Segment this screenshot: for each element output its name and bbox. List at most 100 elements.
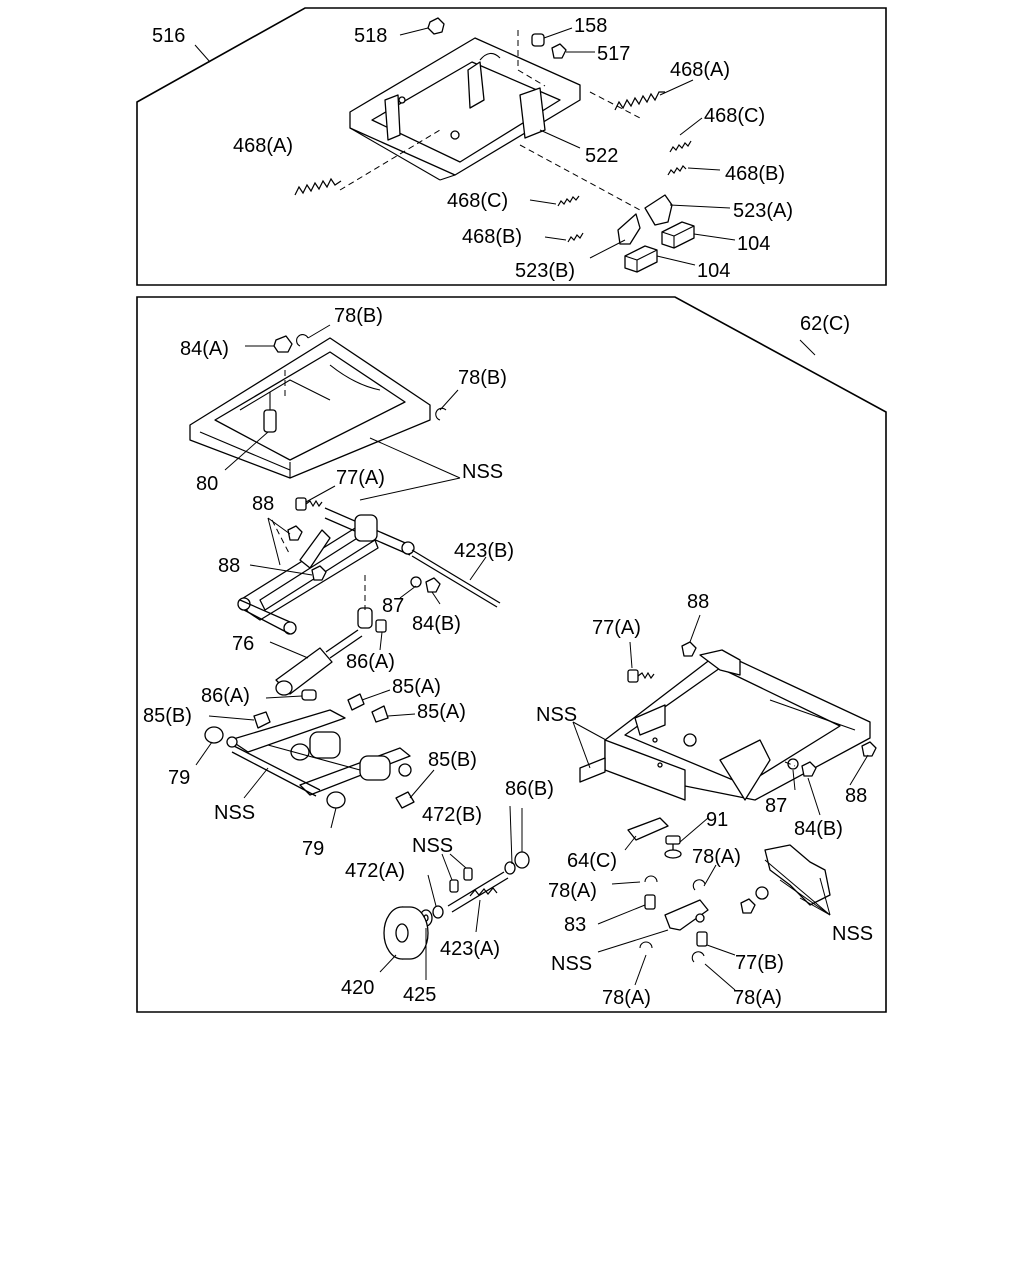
- bolt-77a-right: [627, 669, 655, 683]
- label-88-right-bottom: 88: [845, 785, 867, 807]
- label-nss-bottom-mid: NSS: [551, 953, 592, 975]
- nut-88-right-bottom: [861, 741, 877, 757]
- label-nss-mid: NSS: [536, 704, 577, 726]
- nut-518: [427, 17, 445, 35]
- label-87-left: 87: [382, 595, 404, 617]
- nut-lever: [740, 898, 756, 914]
- label-77a-upper: 77(A): [336, 467, 385, 489]
- label-76: 76: [232, 633, 254, 655]
- pin-83: [644, 894, 656, 910]
- label-516: 516: [152, 25, 185, 47]
- label-79-upper: 79: [168, 767, 190, 789]
- label-523a: 523(A): [733, 200, 793, 222]
- label-77a-right: 77(A): [592, 617, 641, 639]
- bushing-158: [531, 33, 545, 47]
- clip-78a-bottom-right: [691, 951, 705, 963]
- bracket-523a: [644, 194, 673, 226]
- stud-80: [263, 392, 277, 433]
- clip-78b-right: [435, 407, 447, 421]
- nut-88-upper: [287, 525, 303, 541]
- label-468b-right: 468(B): [725, 163, 785, 185]
- label-420: 420: [341, 977, 374, 999]
- label-nss-bottom-right: NSS: [832, 923, 873, 945]
- clip-78a-bottom-mid: [639, 941, 653, 949]
- label-468a-left: 468(A): [233, 135, 293, 157]
- pin-77b: [696, 931, 708, 947]
- label-80: 80: [196, 473, 218, 495]
- washer-472a: [432, 905, 444, 919]
- label-88-left-mid: 88: [218, 555, 240, 577]
- label-nss-top: NSS: [462, 461, 503, 483]
- label-523b: 523(B): [515, 260, 575, 282]
- label-468b-mid: 468(B): [462, 226, 522, 248]
- roller-79-upper: [204, 726, 224, 744]
- label-472a: 472(A): [345, 860, 405, 882]
- nut-88-mid: [311, 565, 327, 581]
- clip-78a-top-right: [692, 879, 706, 891]
- label-85a-upper: 85(A): [392, 676, 441, 698]
- label-84b-right: 84(B): [794, 818, 843, 840]
- bolt-517: [551, 43, 567, 59]
- washer-87-left: [410, 576, 422, 588]
- label-472b: 472(B): [422, 804, 482, 826]
- label-78a-bottom-mid: 78(A): [602, 987, 651, 1009]
- bolt-77a-upper: [295, 497, 323, 511]
- label-nss-small: NSS: [412, 835, 453, 857]
- label-423b: 423(B): [454, 540, 514, 562]
- washer-87-right: [787, 758, 799, 770]
- label-83: 83: [564, 914, 586, 936]
- nut-84b-right: [801, 761, 817, 777]
- label-85b-right: 85(B): [428, 749, 477, 771]
- seat-tray-assembly: [349, 37, 581, 181]
- label-86b: 86(B): [505, 778, 554, 800]
- clip-78b-top: [296, 334, 309, 347]
- spring-468a-right: [614, 91, 665, 111]
- label-88-right-top: 88: [687, 591, 709, 613]
- lever-assembly: [664, 844, 831, 931]
- label-91: 91: [706, 809, 728, 831]
- label-77b: 77(B): [735, 952, 784, 974]
- lower-arm-assembly: [226, 709, 412, 797]
- label-522: 522: [585, 145, 618, 167]
- top-panel-frame: [136, 7, 887, 286]
- block-104-top: [661, 221, 695, 249]
- label-158: 158: [574, 15, 607, 37]
- label-425: 425: [403, 984, 436, 1006]
- label-62c: 62(C): [800, 313, 850, 335]
- base-plate-62c: [579, 649, 871, 801]
- washer-472b: [504, 861, 516, 875]
- label-88-left-top: 88: [252, 493, 274, 515]
- pin-nss-a: [449, 879, 459, 893]
- label-85a-lower: 85(A): [417, 701, 466, 723]
- label-84b-left: 84(B): [412, 613, 461, 635]
- top-panel: 516 518 158 517 468(A) 468(C) 468(A) 522…: [136, 7, 887, 286]
- bolt-85a-lower: [371, 705, 389, 723]
- spring-468b-right: [667, 165, 687, 176]
- label-nss-lower-left: NSS: [214, 802, 255, 824]
- label-78b-right: 78(B): [458, 367, 507, 389]
- bottom-panel: 78(B) 84(A) 62(C) 78(B) 80 NSS 77(A) 88 …: [136, 296, 887, 1013]
- label-518: 518: [354, 25, 387, 47]
- bottom-panel-frame: [136, 296, 887, 1013]
- pin-nss-b: [463, 867, 473, 881]
- shaft-423a: [447, 871, 509, 913]
- washer-lever: [755, 886, 769, 900]
- spring-468c-mid: [557, 195, 580, 207]
- bolt-85b-left: [253, 711, 271, 729]
- spring-468b-mid: [567, 232, 584, 243]
- spring-468c-right: [669, 140, 692, 153]
- stud-91: [664, 835, 682, 859]
- shock-absorber-76: [275, 607, 373, 696]
- bracket-64c: [627, 817, 669, 841]
- shaft-423b: [411, 549, 501, 604]
- clip-78a-left: [644, 875, 658, 883]
- label-104-top: 104: [737, 233, 770, 255]
- label-468a-right: 468(A): [670, 59, 730, 81]
- bushing-86b: [514, 851, 530, 869]
- nut-84b-left: [425, 577, 441, 593]
- label-64c: 64(C): [567, 850, 617, 872]
- label-78a-top-right: 78(A): [692, 846, 741, 868]
- label-84a: 84(A): [180, 338, 229, 360]
- label-85b-left: 85(B): [143, 705, 192, 727]
